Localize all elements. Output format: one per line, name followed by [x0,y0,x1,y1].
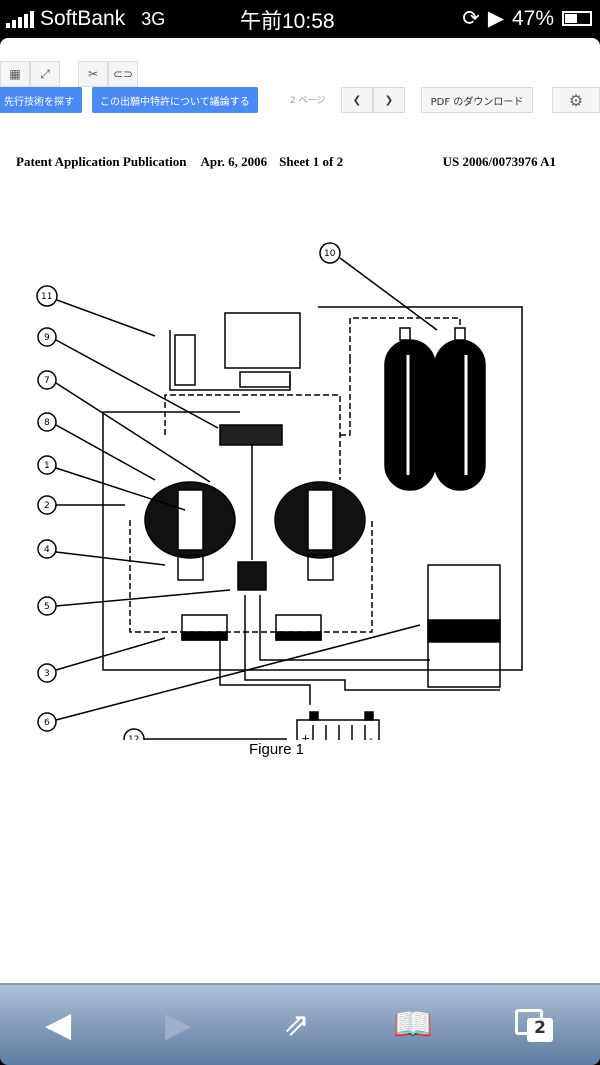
battery-percent: 47% [511,6,554,30]
publication-label: Patent Application Publication [16,154,187,169]
clip-toolbar: ✂ ⊂⊃ [78,61,138,87]
callout-12: 12 [128,735,139,740]
gear-icon: ⚙ [568,90,584,110]
gas-tanks [384,327,486,491]
play-icon: ▶ [487,7,504,30]
callout-11: 11 [41,292,52,302]
prev-page-button[interactable]: ❮ [341,87,373,113]
callout-1: 1 [44,461,50,471]
clip-button[interactable]: ✂ [78,61,108,87]
grid-icon: ▦ [9,67,21,81]
view-toolbar: ▦ ⤢ [0,61,60,87]
browser-bottom-bar: ◀ ▶ ⇗ 📖 2 [0,983,600,1065]
valve-5 [237,561,267,591]
back-button[interactable]: ◀ [45,1005,71,1045]
book-icon: 📖 [393,1005,433,1043]
share-icon: ⇗ [283,1005,310,1043]
signal-icon [6,10,34,28]
battery-12: + - [296,711,380,740]
settings-button[interactable]: ⚙ [552,87,600,113]
web-page: ▦ ⤢ ✂ ⊂⊃ 先行技術を探す この出願中特許について議論する 2 ページ ❮… [0,38,600,983]
link-icon: ⊂⊃ [112,67,134,81]
patent-number: US 2006/0073976 A1 [442,154,556,169]
fullscreen-button[interactable]: ⤢ [30,61,60,87]
tab-count: 2 [527,1018,553,1042]
patent-header: Patent Application Publication Apr. 6, 2… [16,154,556,170]
clock: 午前10:58 [240,10,335,33]
grid-view-button[interactable]: ▦ [0,61,30,87]
bookmarks-button[interactable]: 📖 [393,1005,433,1043]
status-bar: SoftBank 3G 午前10:58 ⟳ ▶ 47% [0,0,600,38]
rotation-lock-icon: ⟳ [462,7,480,30]
discuss-button[interactable]: この出願中特許について議論する [92,87,258,113]
tabs-button[interactable]: 2 [515,1009,553,1043]
forward-button[interactable]: ▶ [165,1005,191,1045]
figure-caption: Figure 1 [249,741,305,758]
callout-6: 6 [44,718,50,728]
back-arrow-icon: ◀ [45,1005,72,1045]
battery-minus-label: - [369,732,373,740]
engine-right [274,481,366,581]
callout-9: 9 [44,333,50,343]
network: 3G [141,8,166,29]
battery-icon [562,11,592,26]
battery-plus-label: + [301,732,310,740]
callout-2: 2 [44,501,50,511]
wiring [102,306,523,705]
callout-4: 4 [44,545,50,555]
callout-10: 10 [324,249,336,259]
compressor [174,312,301,388]
callout-3: 3 [44,669,50,679]
chevron-right-icon: ❯ [384,94,394,106]
patent-figure: + - 1 2 3 4 5 6 7 8 9 10 11 12 [36,242,523,740]
publication-date: Apr. 6, 2006 [200,154,268,169]
pdf-download-button[interactable]: PDF のダウンロード [421,87,533,113]
scissors-icon: ✂ [87,67,99,81]
sheet-number: Sheet 1 of 2 [279,154,344,169]
callout-5: 5 [44,602,50,612]
link-button[interactable]: ⊂⊃ [108,61,138,87]
share-button[interactable]: ⇗ [283,1005,310,1043]
forward-arrow-icon: ▶ [165,1005,192,1045]
storage-6 [427,564,501,688]
carrier: SoftBank [40,7,126,30]
expand-icon: ⤢ [40,66,50,81]
chevron-left-icon: ❮ [352,94,362,106]
find-prior-art-button[interactable]: 先行技術を探す [0,87,82,113]
callouts: 1 2 3 4 5 6 7 8 9 10 11 12 [36,242,438,740]
callout-8: 8 [44,418,50,428]
engine-left [144,481,236,581]
next-page-button[interactable]: ❯ [373,87,405,113]
callout-7: 7 [44,376,50,386]
controller-9 [219,424,283,446]
page-indicator: 2 ページ [290,96,326,106]
